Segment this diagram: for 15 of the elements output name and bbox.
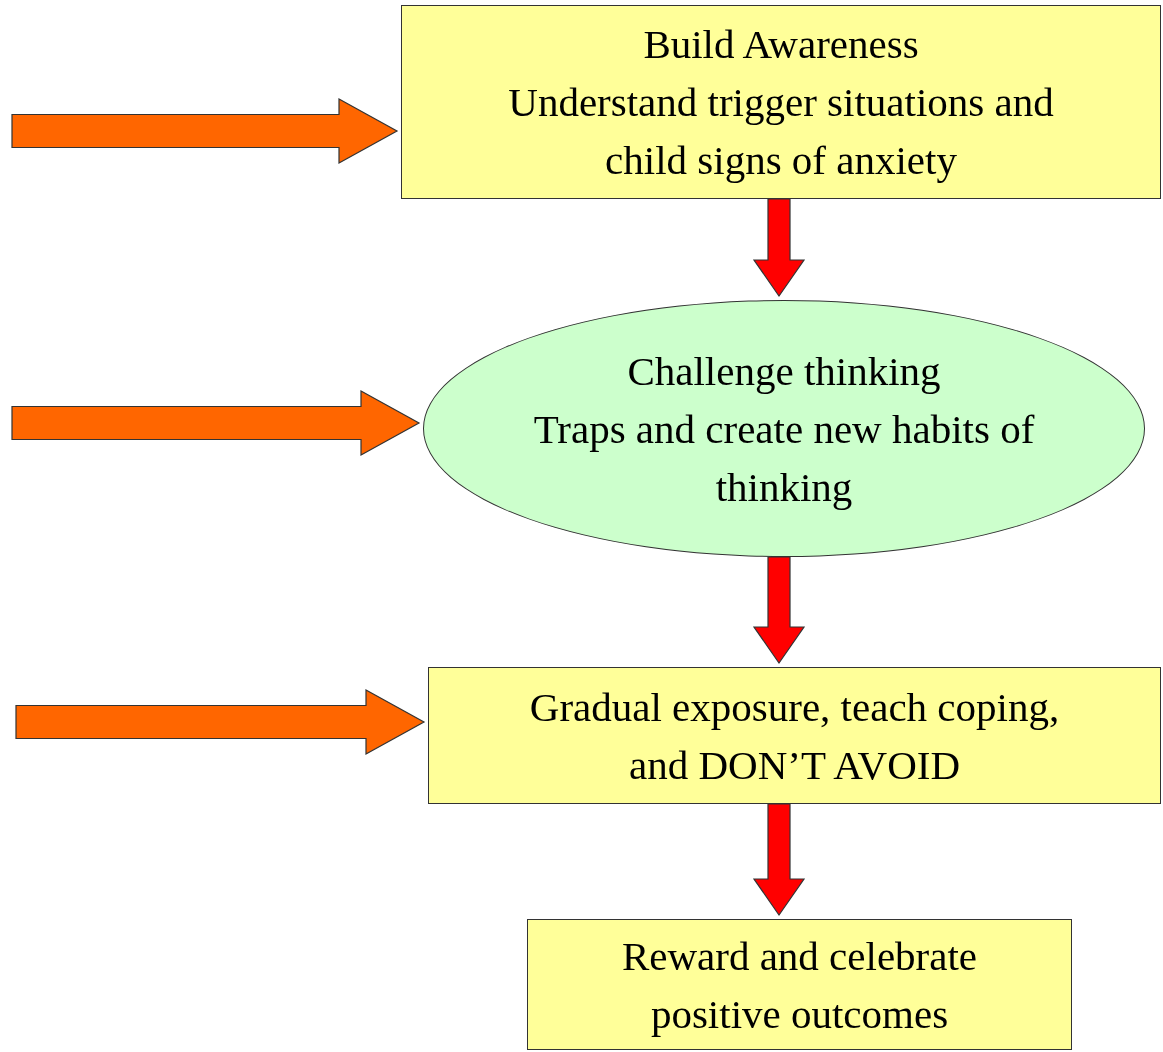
- block-arrow: [11, 98, 399, 164]
- block-arrow: [15, 689, 426, 755]
- process-box: [527, 919, 1072, 1050]
- process-box: [428, 667, 1161, 804]
- node-text: Traps and create new habits of thinking: [532, 404, 1036, 512]
- block-arrow: [752, 198, 806, 298]
- node-text: Reward and celebrate positive outcomes: [620, 931, 979, 1039]
- node-heading: Challenge thinking: [627, 346, 941, 396]
- node-text: Understand trigger situations and child signs of anxiety: [507, 78, 1055, 185]
- process-box: [401, 5, 1161, 199]
- node-heading: Build Awareness: [643, 20, 919, 69]
- block-arrow: [11, 390, 421, 456]
- block-arrow: [752, 556, 806, 665]
- block-arrow: [752, 803, 806, 917]
- node-text: Gradual exposure, teach coping, and DON’T AVOID: [528, 682, 1061, 790]
